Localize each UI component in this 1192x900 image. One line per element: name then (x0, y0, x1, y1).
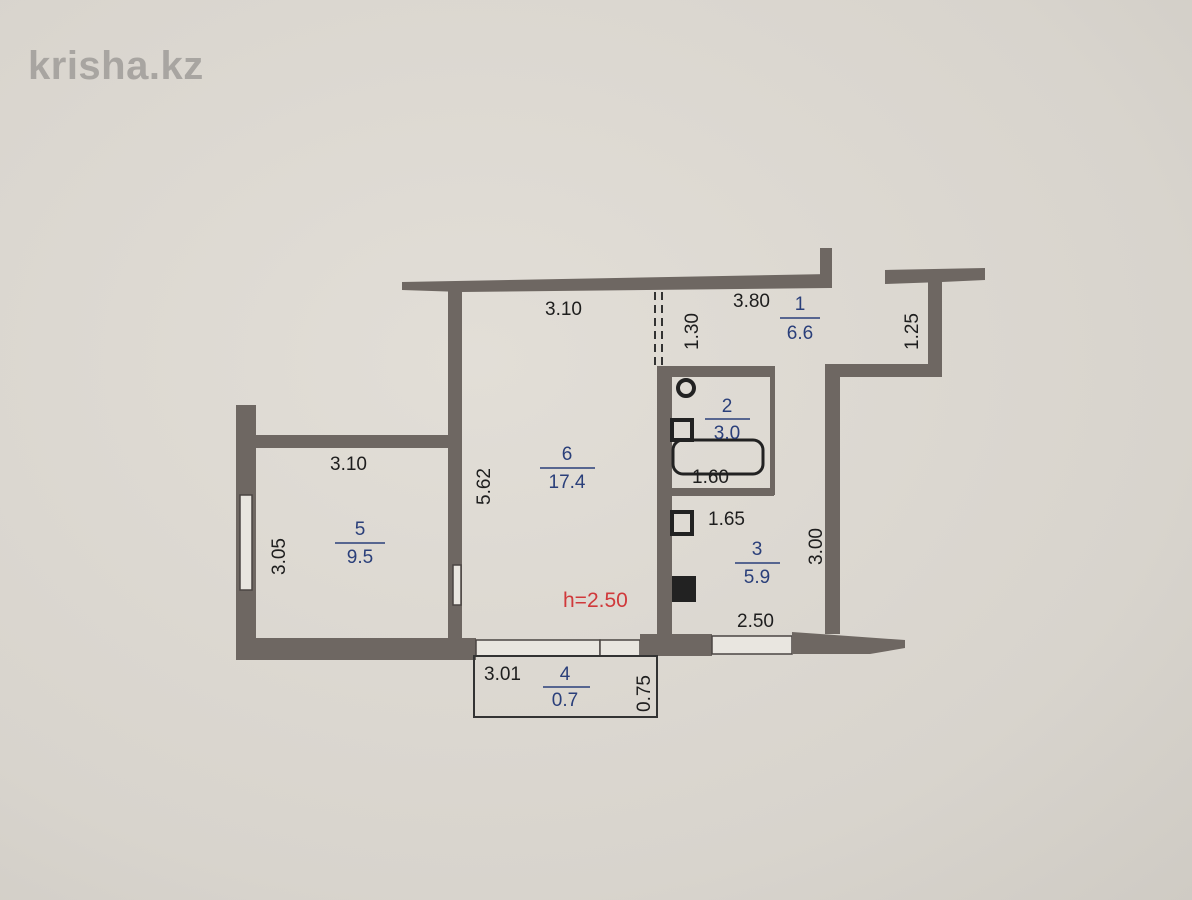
dim-balcony-depth: 0.75 (634, 675, 655, 712)
top-wall-stub (820, 248, 832, 288)
dim-bath-length: 1.60 (692, 467, 729, 488)
bath-top-wall (657, 366, 775, 377)
room-2-area: 3.0 (714, 423, 740, 444)
dim-room6-length: 5.62 (474, 468, 495, 505)
dim-kitchen-width-top: 1.65 (708, 509, 745, 530)
left-window (239, 494, 253, 591)
dim-kitchen-width-bottom: 2.50 (737, 611, 774, 632)
dim-kitchen-length: 3.00 (806, 528, 827, 565)
walls (236, 248, 985, 718)
room-5-number: 5 (355, 519, 366, 540)
room5-top-wall (237, 435, 457, 448)
bath-right-wall (770, 370, 775, 495)
room-6-number: 6 (562, 444, 573, 465)
toilet-icon (676, 378, 696, 398)
room-1-number: 1 (795, 294, 806, 315)
room-labels: 1 6.6 2 3.0 3 5.9 4 0.7 5 9.5 6 17.4 (335, 294, 820, 711)
room-1-area: 6.6 (787, 323, 813, 344)
room-3-number: 3 (752, 539, 763, 560)
kitchen-right-wall (825, 364, 840, 634)
sink-icon (670, 418, 694, 442)
top-wall (402, 274, 830, 292)
bottom-window-kitchen (711, 635, 793, 655)
balcony-door (599, 639, 641, 657)
fixtures (670, 378, 765, 602)
bath-bottom-wall (668, 488, 774, 496)
room6-left-wall (448, 288, 462, 640)
dim-room6-width: 3.10 (545, 299, 582, 320)
dim-hall-depth-right: 1.25 (902, 313, 923, 350)
room-3-area: 5.9 (744, 567, 770, 588)
stove-icon (672, 576, 696, 602)
dim-hall-width: 3.80 (733, 291, 770, 312)
kitchen-sink-icon (670, 510, 694, 536)
hall-step-wall (825, 364, 942, 377)
balcony-outline (473, 655, 658, 718)
room-4-area: 0.7 (552, 690, 578, 711)
ceiling-height-label: h=2.50 (563, 589, 628, 612)
kitchen-left-wall (657, 367, 672, 640)
bathtub-icon (671, 438, 765, 476)
top-right-wall (885, 268, 985, 284)
room-6-area: 17.4 (549, 472, 586, 493)
bottom-wall-left (236, 638, 476, 660)
right-hall-wall (928, 280, 942, 377)
room-5-area: 9.5 (347, 547, 373, 568)
dim-balcony-width: 3.01 (484, 664, 521, 685)
dim-hall-depth-left: 1.30 (682, 313, 703, 350)
dim-room5-length: 3.05 (269, 538, 290, 575)
room-4-number: 4 (560, 664, 571, 685)
room-2-number: 2 (722, 396, 733, 417)
bottom-window-room6 (475, 639, 601, 657)
dim-room5-width: 3.10 (330, 454, 367, 475)
room5-door (452, 564, 462, 606)
watermark-logo: krisha.kz (28, 44, 204, 88)
bottom-wall-right (792, 632, 905, 654)
bottom-wall-mid (640, 634, 712, 656)
